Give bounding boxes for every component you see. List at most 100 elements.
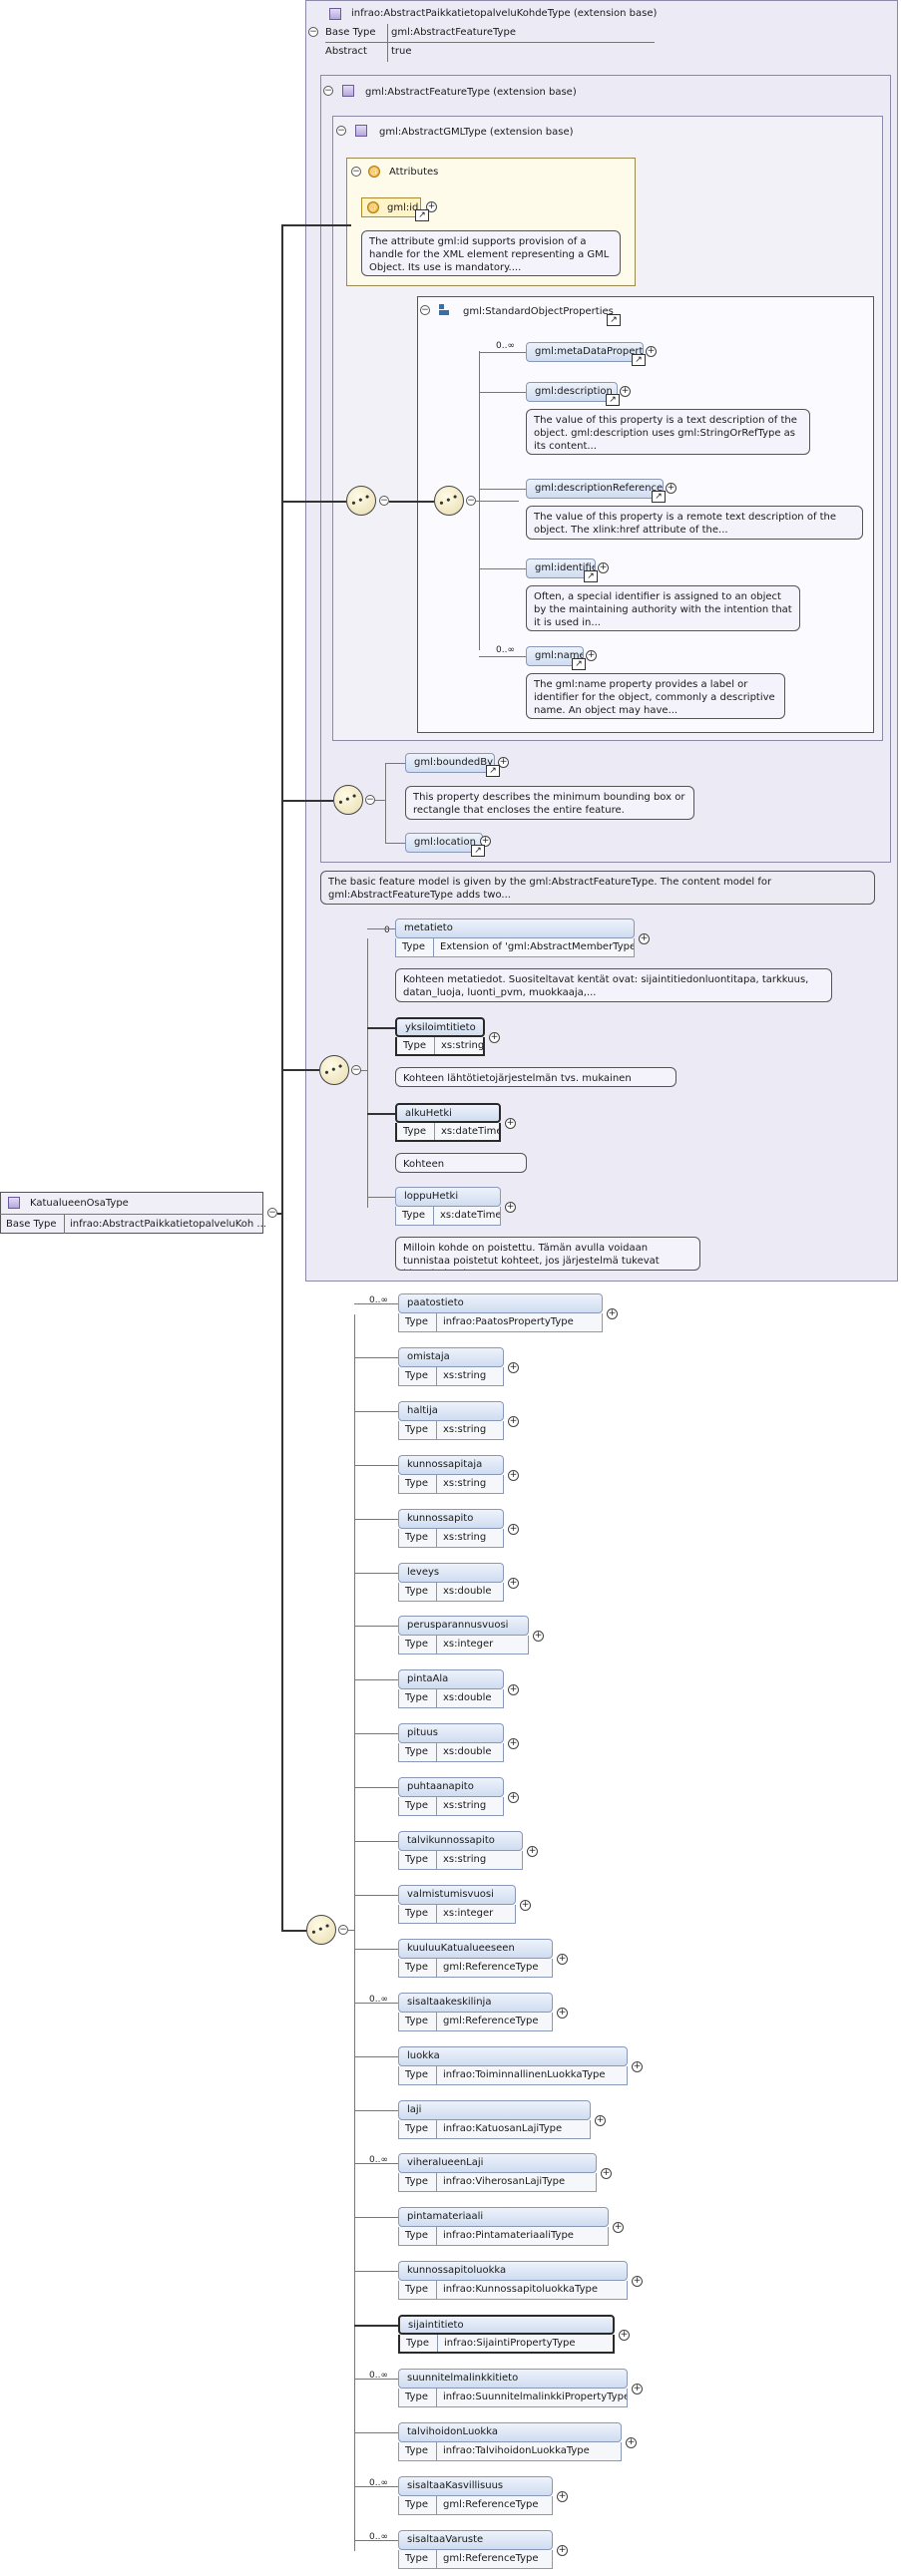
expand-icon[interactable]: + (508, 1524, 519, 1535)
collapse-toggle-icon[interactable]: − (365, 795, 375, 805)
main-element[interactable]: luokka (398, 2046, 628, 2066)
reference-arrow-icon[interactable]: ↗ (572, 658, 586, 670)
expand-icon[interactable]: + (508, 1416, 519, 1427)
main-element[interactable]: pintamateriaali (398, 2207, 609, 2227)
expand-icon[interactable]: + (557, 2008, 568, 2019)
expand-icon[interactable]: + (557, 2545, 568, 2556)
collapse-toggle-icon[interactable]: − (351, 167, 361, 177)
reference-arrow-icon[interactable]: ↗ (471, 845, 485, 857)
expand-icon[interactable]: + (607, 1308, 618, 1319)
sequence-compositor-icon[interactable] (434, 486, 464, 516)
expand-icon[interactable]: + (620, 386, 631, 397)
sequence-compositor-icon[interactable] (319, 1055, 349, 1085)
expand-icon[interactable]: + (508, 1738, 519, 1749)
type-key: Type (399, 1313, 437, 1331)
main-element[interactable]: laji (398, 2100, 591, 2120)
standard-property-element[interactable]: gml:descriptionReference (526, 479, 664, 499)
main-element[interactable]: kunnossapito (398, 1509, 504, 1529)
main-element[interactable]: suunnitelmalinkkitieto (398, 2369, 628, 2389)
expand-icon[interactable]: + (508, 1362, 519, 1373)
main-element[interactable]: leveys (398, 1563, 504, 1583)
expand-icon[interactable]: + (480, 836, 491, 847)
paikka-element[interactable]: yksiloimtitieto (395, 1017, 485, 1037)
expand-icon[interactable]: + (666, 483, 676, 494)
main-element[interactable]: viheralueenLaji (398, 2153, 597, 2173)
expand-icon[interactable]: + (508, 1792, 519, 1803)
reference-arrow-icon[interactable]: ↗ (415, 209, 429, 221)
expand-icon[interactable]: + (632, 2061, 643, 2072)
expand-icon[interactable]: + (613, 2222, 624, 2233)
root-complex-type[interactable] (0, 1192, 263, 1234)
reference-arrow-icon[interactable]: ↗ (632, 354, 646, 366)
expand-icon[interactable]: + (619, 2330, 630, 2341)
collapse-toggle-icon[interactable]: − (351, 1065, 361, 1075)
main-element[interactable]: kuuluuKatualueeseen (398, 1939, 553, 1959)
main-element[interactable]: puhtaanapito (398, 1777, 504, 1797)
expand-icon[interactable]: + (557, 1954, 568, 1965)
type-key: Type (399, 2013, 437, 2030)
multiplicity-label: 0..∞ (496, 645, 515, 655)
expand-icon[interactable]: + (595, 2115, 606, 2126)
expand-icon[interactable]: + (586, 650, 597, 661)
collapse-toggle-icon[interactable]: − (466, 496, 476, 506)
collapse-toggle-icon[interactable]: − (308, 27, 318, 37)
collapse-toggle-icon[interactable]: − (379, 496, 389, 506)
main-element[interactable]: pituus (398, 1723, 504, 1743)
expand-icon[interactable]: + (520, 1900, 531, 1911)
main-element[interactable]: haltija (398, 1401, 504, 1421)
connector (354, 1733, 398, 1734)
expand-icon[interactable]: + (527, 1846, 538, 1857)
expand-icon[interactable]: + (626, 2437, 637, 2448)
paikka-element[interactable]: metatieto (395, 919, 635, 938)
reference-arrow-icon[interactable]: ↗ (607, 314, 621, 326)
main-element[interactable]: talvihoidonLuokka (398, 2422, 622, 2442)
standard-property-element[interactable]: gml:name (526, 646, 584, 666)
sequence-compositor-icon[interactable] (306, 1915, 336, 1945)
expand-icon[interactable]: + (498, 757, 509, 768)
expand-icon[interactable]: + (646, 346, 657, 357)
expand-icon[interactable]: + (508, 1470, 519, 1481)
standard-property-element[interactable]: gml:description (526, 382, 618, 402)
expand-icon[interactable]: + (639, 933, 650, 944)
expand-icon[interactable]: + (508, 1578, 519, 1589)
main-element[interactable]: omistaja (398, 1347, 504, 1367)
collapse-toggle-icon[interactable]: − (267, 1208, 277, 1218)
expand-icon[interactable]: + (632, 2276, 643, 2287)
main-element[interactable]: kunnossapitoluokka (398, 2261, 628, 2281)
reference-arrow-icon[interactable]: ↗ (486, 765, 500, 777)
expand-icon[interactable]: + (505, 1202, 516, 1213)
reference-arrow-icon[interactable]: ↗ (584, 570, 598, 582)
collapse-toggle-icon[interactable]: − (420, 305, 430, 315)
main-element[interactable]: pintaAla (398, 1669, 504, 1689)
reference-arrow-icon[interactable]: ↗ (606, 394, 620, 406)
main-element[interactable]: sisaltaakeskilinja (398, 1993, 553, 2013)
paikka-element[interactable]: loppuHetki (395, 1187, 501, 1207)
gml-boundedby-element[interactable]: gml:boundedBy (405, 753, 495, 773)
main-element[interactable]: sisaltaaVaruste (398, 2530, 553, 2550)
main-element[interactable]: paatostieto (398, 1293, 603, 1313)
expand-icon[interactable]: + (632, 2384, 643, 2394)
expand-icon[interactable]: + (426, 201, 437, 212)
expand-icon[interactable]: + (489, 1032, 500, 1043)
paikka-element[interactable]: alkuHetki (395, 1103, 501, 1123)
expand-icon[interactable]: + (533, 1631, 544, 1642)
expand-icon[interactable]: + (601, 2168, 612, 2179)
collapse-toggle-icon[interactable]: − (336, 126, 346, 136)
standard-property-element[interactable]: gml:metaDataProperty (526, 342, 644, 362)
main-element[interactable]: sijaintitieto (398, 2315, 615, 2335)
expand-icon[interactable]: + (598, 562, 609, 573)
main-element[interactable]: perusparannusvuosi (398, 1616, 529, 1636)
expand-icon[interactable]: + (505, 1118, 516, 1129)
reference-arrow-icon[interactable]: ↗ (652, 491, 666, 503)
main-element[interactable]: valmistumisvuosi (398, 1885, 516, 1905)
sequence-compositor-icon[interactable] (333, 785, 363, 815)
main-element[interactable]: sisaltaaKasvillisuus (398, 2476, 553, 2496)
main-element[interactable]: kunnossapitaja (398, 1455, 504, 1475)
expand-icon[interactable]: + (557, 2491, 568, 2502)
standard-property-element[interactable]: gml:identifier (526, 558, 596, 578)
collapse-toggle-icon[interactable]: − (338, 1925, 348, 1935)
collapse-toggle-icon[interactable]: − (323, 86, 333, 96)
main-element[interactable]: talvikunnossapito (398, 1831, 523, 1851)
expand-icon[interactable]: + (508, 1684, 519, 1695)
sequence-compositor-icon[interactable] (346, 486, 376, 516)
